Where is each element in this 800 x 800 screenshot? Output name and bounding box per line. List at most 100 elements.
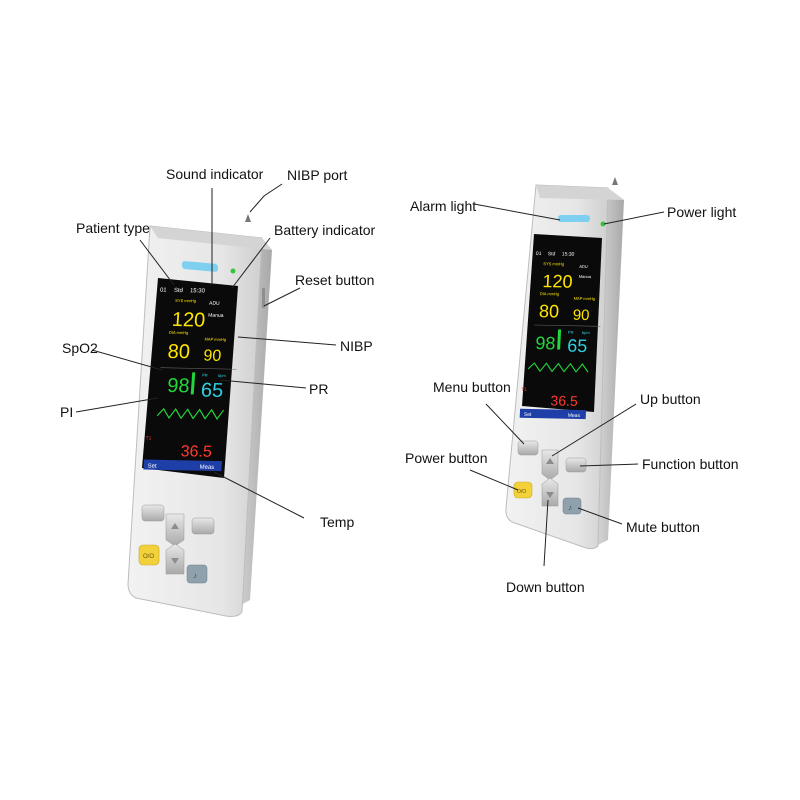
left-mode-label: Manua xyxy=(208,313,224,319)
label-nibp: NIBP xyxy=(340,338,373,354)
label-power-button: Power button xyxy=(405,450,488,466)
label-alarm-light: Alarm light xyxy=(410,198,477,214)
right-softkey-meas[interactable]: Meas xyxy=(568,413,581,419)
label-function-button: Function button xyxy=(642,456,739,472)
label-power-light: Power light xyxy=(667,204,737,220)
leader-function-button xyxy=(579,463,639,467)
left-up-button[interactable] xyxy=(165,513,185,547)
leader-temp xyxy=(213,471,305,519)
leader-pi xyxy=(75,397,159,413)
left-menu-button[interactable] xyxy=(141,504,165,522)
leader-mute-button xyxy=(577,507,623,525)
label-menu-button: Menu button xyxy=(433,379,511,395)
right-status-bed: 01 xyxy=(536,251,542,257)
right-temp-value: 36.5 xyxy=(550,392,578,409)
right-screen-bg xyxy=(522,234,602,412)
left-device: 01 Std 15:30 SYS mmHg 120 ADU Manua DIA … xyxy=(127,214,272,617)
right-spo2-value: 98 xyxy=(535,333,556,353)
right-menu-button[interactable] xyxy=(517,440,539,456)
label-temp: Temp xyxy=(320,514,355,530)
left-spo2-value: 98 xyxy=(166,375,190,397)
left-power-light xyxy=(230,268,236,274)
left-softkey-meas[interactable]: Meas xyxy=(199,465,214,471)
label-mute-button: Mute button xyxy=(626,519,700,535)
left-temp-label: T1 xyxy=(145,436,151,442)
right-dia-value: 80 xyxy=(539,301,560,321)
right-mute-icon: ♪ xyxy=(568,503,572,512)
right-pr-unit: bpm xyxy=(582,330,591,335)
right-nibp-port xyxy=(612,177,618,185)
right-alarm-light xyxy=(558,215,590,222)
label-pr: PR xyxy=(309,381,329,397)
label-down-button: Down button xyxy=(506,579,585,595)
right-power-key-label: O/O xyxy=(517,489,526,495)
left-spo2-bar xyxy=(190,372,196,395)
label-reset-button: Reset button xyxy=(295,272,375,288)
label-battery-indicator: Battery indicator xyxy=(274,222,376,238)
left-sys-label: SYS mmHg xyxy=(175,298,196,303)
left-function-button[interactable] xyxy=(191,517,215,535)
right-mode-label: Manua xyxy=(579,274,592,279)
left-power-button[interactable] xyxy=(138,544,160,566)
leader-power-light xyxy=(603,211,665,225)
right-sys-label: SYS mmHg xyxy=(543,261,564,266)
left-status-patient: Std xyxy=(174,288,183,294)
leader-lines xyxy=(75,183,665,567)
leader-nibp-port xyxy=(249,183,283,213)
left-pr-unit: bpm xyxy=(218,373,227,378)
right-up-button[interactable] xyxy=(541,449,559,481)
left-power-key-label: O/O xyxy=(143,554,154,560)
right-sys-value: 120 xyxy=(542,271,573,292)
left-map-label: MAP mmHg xyxy=(204,337,226,342)
left-sys-value: 120 xyxy=(171,309,206,332)
left-softkey-set[interactable]: Set xyxy=(147,464,157,470)
left-mute-icon: ♪ xyxy=(193,571,197,580)
label-up-button: Up button xyxy=(640,391,701,407)
leader-menu-button xyxy=(485,403,525,445)
right-softkey-bar xyxy=(519,408,587,420)
left-nibp-port xyxy=(245,214,251,222)
label-patient-type: Patient type xyxy=(76,220,150,236)
label-pi: PI xyxy=(60,404,74,420)
label-spo2: SpO2 xyxy=(62,340,98,356)
right-down-arrow-icon xyxy=(546,492,554,498)
right-pr-value: 65 xyxy=(567,336,588,356)
left-pleth-wave xyxy=(156,407,225,421)
right-device: 01 Std 15:30 SYS mmHg 120 ADU Manua DIA … xyxy=(505,177,624,550)
right-softkey-set[interactable]: Set xyxy=(524,412,532,418)
label-sound-indicator: Sound indicator xyxy=(166,166,264,182)
left-reset-button-shape[interactable] xyxy=(262,288,265,308)
left-pr-label: PR xyxy=(202,373,208,378)
left-device-top-cap xyxy=(150,226,272,250)
right-screen-divider xyxy=(534,324,601,327)
right-function-button[interactable] xyxy=(565,457,587,473)
leader-up-button xyxy=(551,403,637,457)
right-power-button[interactable] xyxy=(513,481,533,499)
right-mute-button[interactable] xyxy=(562,497,582,515)
left-softkey-bar xyxy=(143,459,223,472)
right-dia-label: DIA mmHg xyxy=(540,291,560,296)
leader-spo2 xyxy=(91,349,163,371)
right-screen: 01 Std 15:30 SYS mmHg 120 ADU Manua DIA … xyxy=(519,234,602,420)
left-pr-value: 65 xyxy=(200,380,224,402)
right-temp-label: T1 xyxy=(521,387,527,393)
right-spo2-bar xyxy=(557,329,562,350)
left-temp-value: 36.5 xyxy=(180,442,212,461)
right-adu-label: ADU xyxy=(579,264,588,269)
right-device-side xyxy=(596,188,624,546)
leader-down-button xyxy=(543,499,549,567)
right-up-arrow-icon xyxy=(546,458,554,464)
left-adu-label: ADU xyxy=(209,301,220,307)
left-dia-label: DIA mmHg xyxy=(169,330,189,335)
left-down-arrow-icon xyxy=(171,558,179,564)
label-nibp-port: NIBP port xyxy=(287,167,348,183)
right-status-time: 15:30 xyxy=(562,251,575,257)
leader-pr xyxy=(219,379,307,389)
left-screen-bg xyxy=(142,278,238,478)
leader-battery-indicator xyxy=(231,237,271,289)
left-mute-button[interactable] xyxy=(186,564,208,584)
right-status-patient: Std xyxy=(548,251,556,257)
left-screen: 01 Std 15:30 SYS mmHg 120 ADU Manua DIA … xyxy=(142,278,238,478)
leader-alarm-light xyxy=(473,203,561,221)
